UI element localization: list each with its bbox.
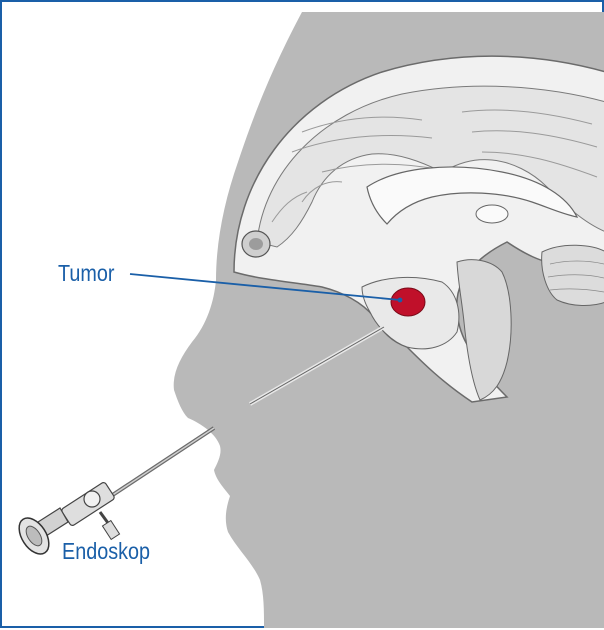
- endoscope-label: Endoskop: [62, 538, 150, 565]
- tumor: [391, 288, 425, 316]
- tumor-label: Tumor: [58, 260, 114, 287]
